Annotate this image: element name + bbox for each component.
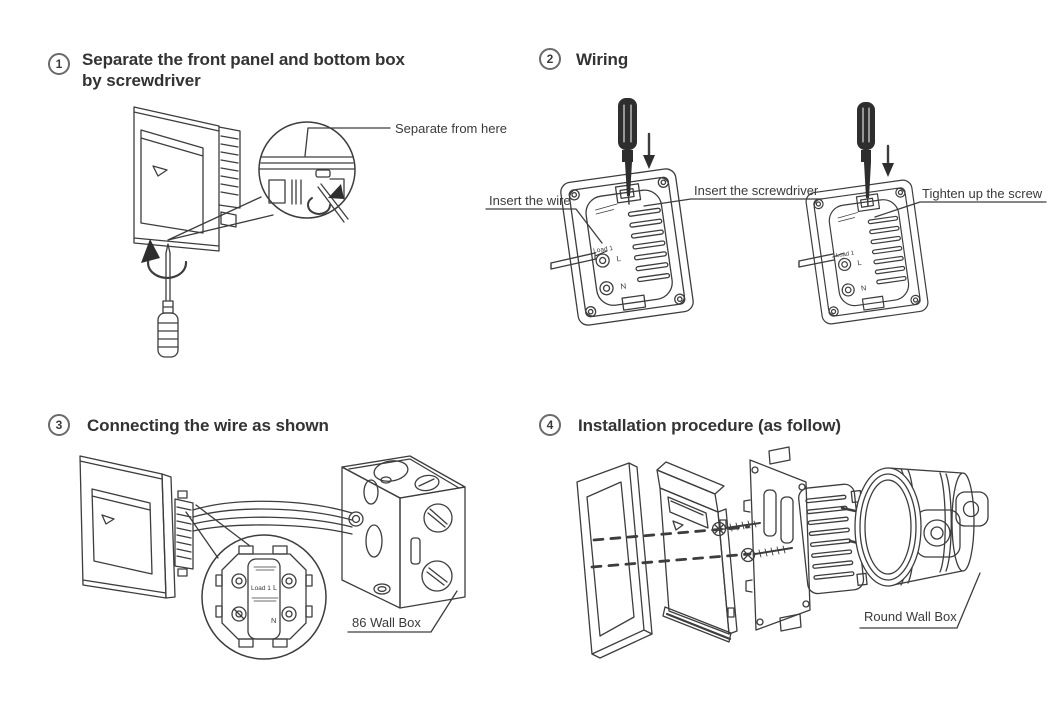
- fig-step4-installation: [576, 446, 989, 659]
- magnifier-wedge-lines: [185, 504, 251, 559]
- callout-insert-the-wire: Insert the wire: [489, 193, 571, 208]
- assembly-dashes-top: [592, 525, 750, 542]
- round-wall-box-drawing: [854, 467, 989, 587]
- step1-title: Separate the front panel and bottom box …: [82, 49, 405, 91]
- outer-frame: [576, 462, 653, 659]
- leader-86-wall-box: [347, 590, 458, 633]
- magnifier-wedge-lines: [167, 196, 274, 241]
- rocker-triangle-marker: [672, 520, 684, 531]
- down-arrow-left: [643, 132, 655, 169]
- step2-number-badge: 2: [539, 48, 561, 70]
- fig-step1-separate-panel: [133, 106, 391, 358]
- leader-tighten-up-the-screw: [874, 201, 1047, 218]
- front-panel-part: [656, 461, 738, 643]
- fig-step2-wiring: [485, 98, 1047, 328]
- wall-box-86-drawing: [341, 455, 466, 609]
- svg-text:Load 1: Load 1: [251, 585, 271, 592]
- pry-arrowhead: [328, 184, 344, 199]
- screwdriver-icon: [157, 243, 179, 358]
- rotate-arrowhead: [141, 239, 160, 263]
- leader-insert-the-screwdriver: [643, 198, 823, 207]
- screw-top: [711, 520, 761, 537]
- screwdriver-icon-left: [618, 98, 637, 205]
- down-arrow-right: [882, 144, 894, 177]
- callout-round-wall-box: Round Wall Box: [864, 609, 957, 624]
- rocker-triangle-marker: [101, 514, 115, 525]
- svg-text:N: N: [271, 616, 276, 625]
- step1-title-line2: by screwdriver: [82, 71, 201, 90]
- step3-number-badge: 3: [48, 414, 70, 436]
- step2-title: Wiring: [576, 50, 629, 69]
- wires: [192, 500, 353, 535]
- leader-insert-the-wire: [485, 208, 603, 244]
- switch-front-view: [79, 455, 176, 599]
- callout-86-wall-box: 86 Wall Box: [352, 615, 421, 630]
- rocker-triangle-marker: [152, 165, 168, 177]
- step1-number-badge: 1: [48, 53, 70, 75]
- magnifier-module-face: Load 1 L N: [201, 534, 327, 660]
- mechanism-part: [743, 446, 868, 632]
- wire-clamp: [348, 511, 364, 527]
- callout-tighten-up-the-screw: Tighten up the screw: [922, 186, 1043, 201]
- leader-separate-from-here: [304, 127, 391, 157]
- step1-title-line1: Separate the front panel and bottom box: [82, 50, 405, 69]
- assembly-dashes-bottom: [590, 552, 752, 569]
- svg-text:L: L: [273, 583, 277, 592]
- magnifier-detail-circle: [258, 121, 356, 223]
- switch-front-panel: [133, 106, 220, 252]
- step3-title: Connecting the wire as shown: [87, 416, 329, 435]
- wire-left: [550, 250, 608, 270]
- callout-separate-from-here: Separate from here: [395, 121, 508, 136]
- callout-insert-the-screwdriver: Insert the screwdriver: [694, 183, 819, 198]
- step4-number-badge: 4: [539, 414, 561, 436]
- fig-step3-connecting-wire: Load 1 L N: [79, 455, 466, 660]
- screwdriver-icon-right: [857, 102, 875, 207]
- screw-bottom: [740, 545, 793, 563]
- wire-right: [798, 252, 845, 268]
- step4-title: Installation procedure (as follow): [578, 416, 841, 435]
- mechanism-fins: [174, 490, 194, 577]
- heatsink-fins: [218, 126, 241, 228]
- leader-round-wall-box: [859, 572, 981, 629]
